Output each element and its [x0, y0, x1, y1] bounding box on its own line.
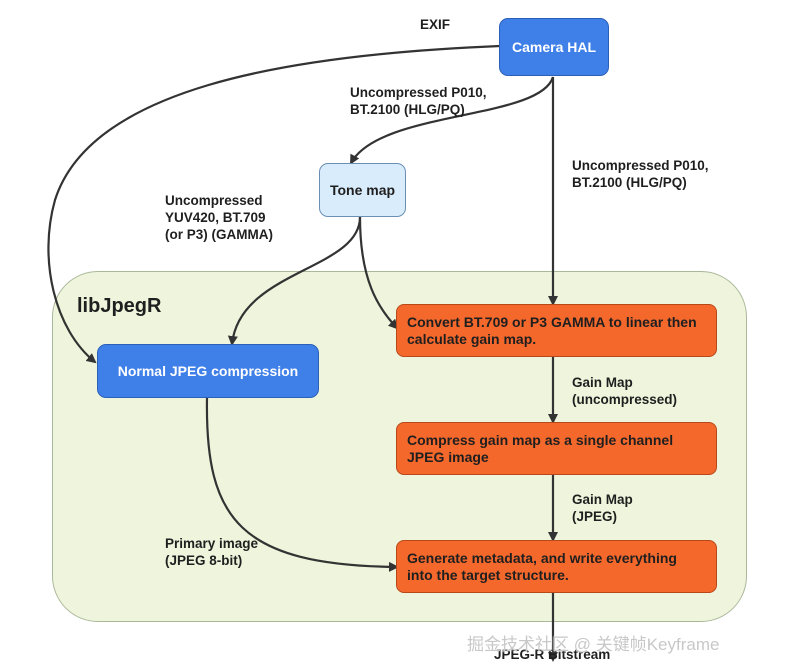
label-exif: EXIF [420, 17, 451, 32]
camera-hal-node: Camera HAL [499, 18, 609, 76]
compress-gain-map-node: Compress gain map as a single channel JP… [396, 422, 717, 475]
label-p010-to-tonemap: Uncompressed P010, BT.2100 (HLG/PQ) [350, 84, 487, 118]
label-gain-map-jpeg: Gain Map (JPEG) [572, 491, 633, 525]
tone-map-node: Tone map [319, 163, 406, 217]
label-line: BT.2100 (HLG/PQ) [350, 102, 465, 117]
generate-metadata-node: Generate metadata, and write everything … [396, 540, 717, 593]
label-output-bitstream: JPEG-R Bitstream [494, 647, 611, 662]
label-line: Uncompressed P010, [350, 85, 487, 100]
label-primary-image: Primary image (JPEG 8-bit) [165, 535, 258, 569]
arrow-camera-to-normal-jpeg [47, 44, 501, 364]
label-line: Primary image [165, 536, 259, 551]
label-line: Gain Map [572, 375, 633, 390]
arrow-tonemap-to-normal-jpeg [227, 216, 362, 346]
label-p010-to-convert: Uncompressed P010, BT.2100 (HLG/PQ) [572, 157, 709, 191]
label-line: BT.2100 (HLG/PQ) [572, 175, 687, 190]
region-title: libJpegR [77, 295, 162, 317]
label-line: (uncompressed) [572, 392, 678, 407]
label-line: Uncompressed P010, [572, 158, 709, 173]
label-line: YUV420, BT.709 [165, 210, 266, 225]
convert-gain-map-node: Convert BT.709 or P3 GAMMA to linear the… [396, 304, 717, 357]
arrow-camera-to-tonemap [350, 76, 555, 165]
normal-jpeg-node: Normal JPEG compression [97, 344, 319, 398]
arrow-tonemap-to-convert [358, 216, 399, 330]
label-gain-map-uncompressed: Gain Map (uncompressed) [572, 374, 677, 408]
label-line: (JPEG 8-bit) [165, 553, 243, 568]
watermark: 掘金技术社区 @ 关键帧Keyframe [467, 635, 720, 654]
label-line: (or P3) (GAMMA) [165, 227, 273, 242]
label-line: Gain Map [572, 492, 633, 507]
arrow-normal-jpeg-to-generate [205, 397, 399, 572]
label-line: Uncompressed [165, 193, 263, 208]
label-yuv420: Uncompressed YUV420, BT.709 (or P3) (GAM… [165, 192, 273, 243]
label-line: (JPEG) [572, 509, 618, 524]
